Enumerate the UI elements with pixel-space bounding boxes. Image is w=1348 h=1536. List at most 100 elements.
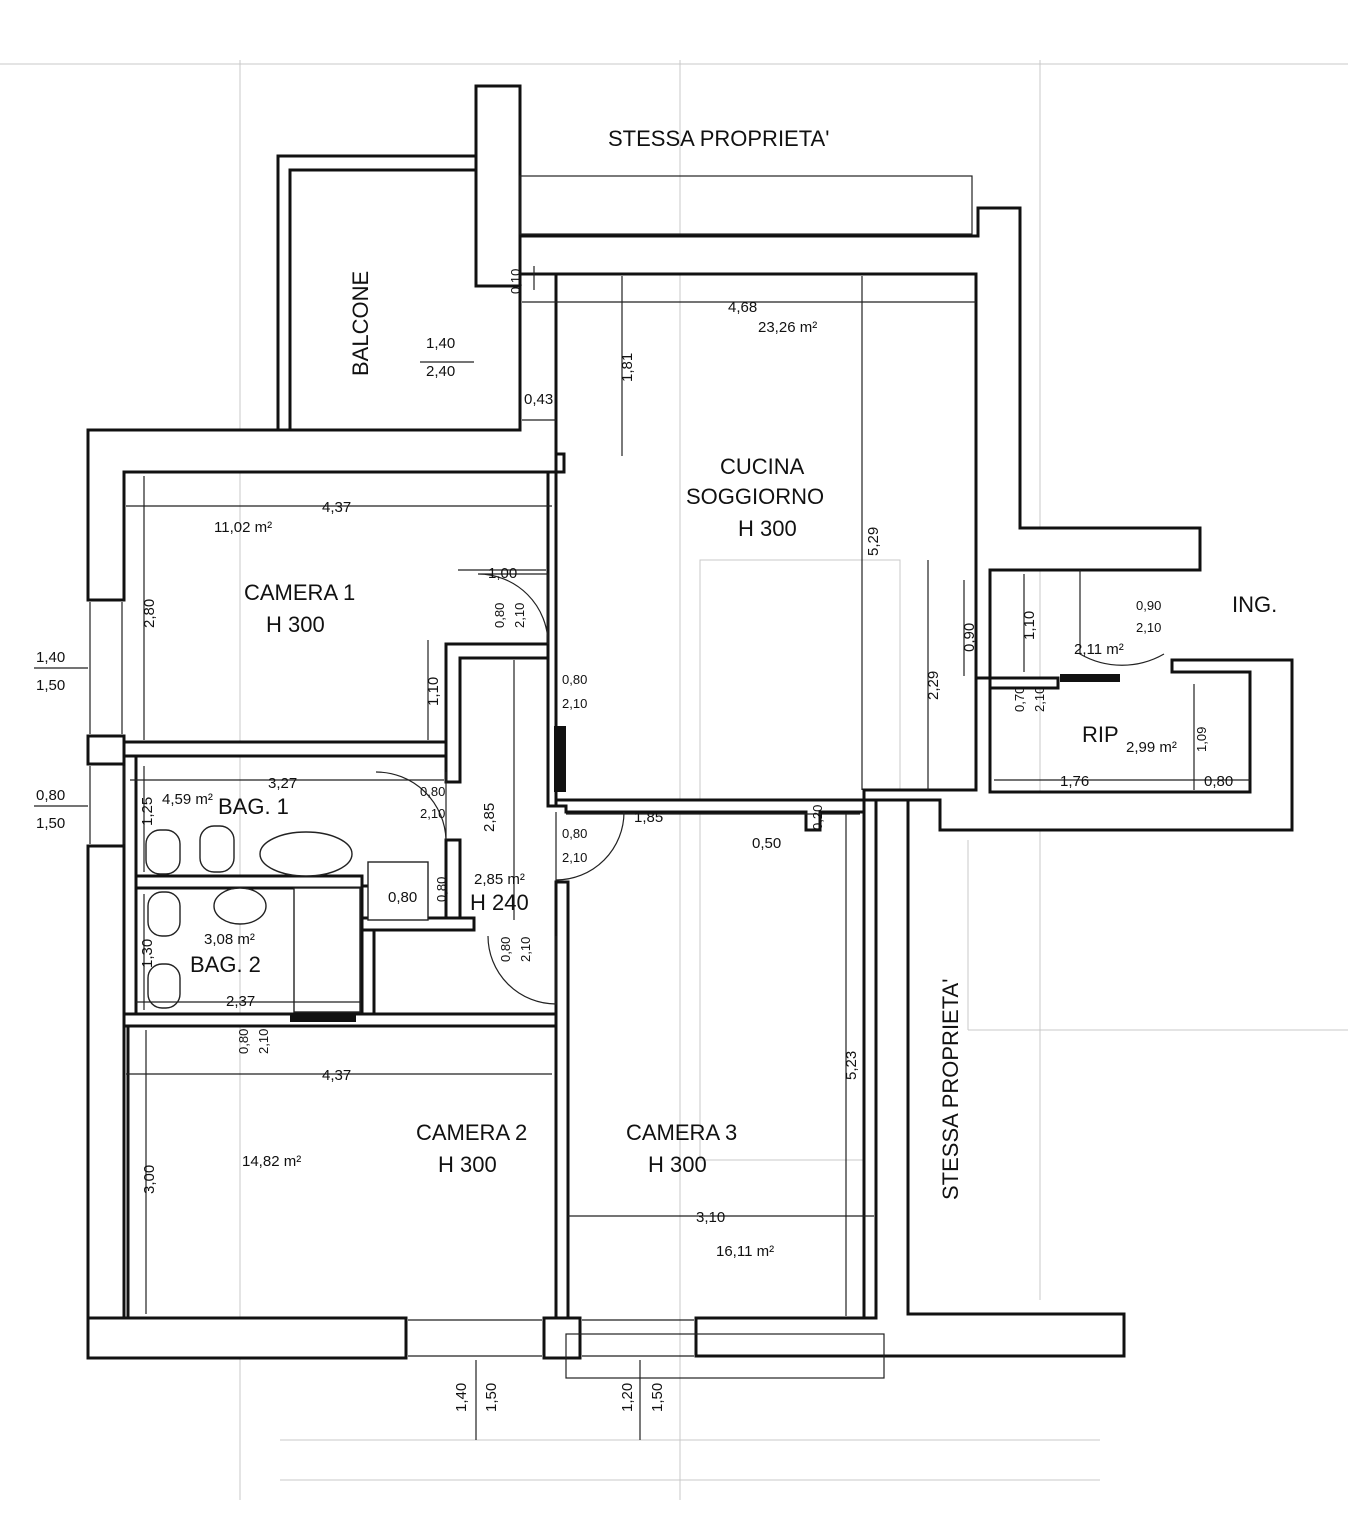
room-name-bag1: BAG. 1 [218,794,289,819]
wall-segment [542,1316,582,1360]
room-area-bag2: 3,08 m² [204,931,255,948]
room-height-camera2: H 300 [438,1152,497,1177]
shower-icon [367,861,429,921]
wall-segment [122,874,364,890]
dim-label: 0,90 [1136,598,1161,613]
wall-segment [86,272,566,602]
dim-label: 0,10 [508,269,523,294]
sink-icon [259,831,353,877]
dim-label: 0,80 [434,877,449,902]
dim-label: 0,90 [961,623,978,652]
toilet-icon [145,829,181,875]
dim-label: 1,81 [619,353,636,382]
dim-label: 1,40 [426,335,455,352]
room-area-camera3: 16,11 m² [716,1243,774,1260]
dim-label: 1,50 [483,1383,500,1412]
windows [89,175,973,1379]
door-entrance [1079,570,1165,666]
room-area-kitchen: 23,26 m² [758,319,817,336]
dim-label: 4,37 [322,499,351,516]
room-name-kitchen: CUCINA [720,454,805,479]
dim-label: 1,09 [1194,727,1209,752]
room-name-camera2: CAMERA 2 [416,1120,527,1145]
dim-label: 4,37 [322,1067,351,1084]
wall-segment [86,844,130,1360]
wall-segment [122,740,456,758]
dim-label: 2,10 [562,696,587,711]
dim-label: 0,80 [1204,773,1233,790]
dim-label: 0,80 [498,937,513,962]
wall-segment [694,798,1126,1358]
dim-label: 2,10 [518,937,533,962]
room-area-hall: 2,85 m² [474,871,525,888]
dim-label: 0,80 [492,603,507,628]
dim-label: 2,80 [141,599,158,628]
dim-label: 1,30 [139,939,156,968]
room-name-bag2: BAG. 2 [190,952,261,977]
sliding-door-bag2 [290,1014,356,1022]
wall-segment [862,658,1294,832]
wall-segment [988,676,1060,690]
room-height-camera1: H 300 [266,612,325,637]
room-area-camera1: 11,02 m² [214,519,272,536]
dim-label: 1,76 [1060,773,1089,790]
dim-label: 1,40 [36,649,65,666]
door-bag1 [375,771,447,841]
room-name-camera1: CAMERA 1 [244,580,355,605]
doors [290,570,1165,1022]
dimension-lines [34,266,1250,1440]
wall-segment [518,206,1202,680]
dim-label: 5,29 [865,527,882,556]
dim-label: 2,10 [1136,620,1161,635]
dim-label: 0,80 [562,826,587,841]
dim-label: 2,37 [226,993,255,1010]
wall-segment [474,84,522,288]
fixtures [145,825,429,1013]
dim-label: 0,50 [752,835,781,852]
wall-segment [276,154,478,432]
wall-segment [862,798,878,1320]
dim-label: 2,29 [925,671,942,700]
dim-label: 1,10 [1021,611,1038,640]
room-name-camera3: CAMERA 3 [626,1120,737,1145]
room-height-hall: H 240 [470,890,529,915]
dim-label: 1,50 [649,1383,666,1412]
dim-label: 2,85 [481,803,498,832]
room-height-kitchen: H 300 [738,516,797,541]
wall-segment [554,880,570,1356]
room-area-entry: 2,11 m² [1074,641,1124,658]
wall-segment [444,642,550,784]
dim-label: 1,20 [619,1383,636,1412]
background-ghost-lines [0,60,1348,1500]
room-area-bag1: 4,59 m² [162,791,213,808]
wall-segment [86,734,126,766]
neighbor-label-top: STESSA PROPRIETA' [608,126,829,151]
dim-label: 1,50 [36,677,65,694]
dim-label: 1,85 [634,809,663,826]
dim-label: 4,68 [728,299,757,316]
dim-label: 2,40 [426,363,455,380]
room-area-camera2: 14,82 m² [242,1153,301,1170]
door-camera1 [477,573,549,645]
dim-label: 0,80 [562,672,587,687]
dim-label: 2,10 [1032,687,1047,712]
dim-label: 1,00 [488,565,517,582]
dim-label: 0,80 [388,889,417,906]
dim-label: 0,80 [236,1029,251,1054]
dim-label: 0,70 [1012,687,1027,712]
bathtub-icon [293,887,361,1013]
entrance-label: ING. [1232,592,1277,617]
wall-segment [86,1316,408,1360]
dim-label: 0,80 [420,784,445,799]
dim-label: 2,10 [512,603,527,628]
sliding-door-kitchen [554,726,566,792]
dim-label: 3,27 [268,775,297,792]
door-camera3 [555,811,625,881]
dim-label: 2,10 [562,850,587,865]
neighbor-label-side: STESSA PROPRIETA' [938,979,963,1200]
dim-label: 2,10 [256,1029,271,1054]
sink-icon [213,887,267,925]
wall-segment [122,754,138,1018]
dim-label: 3,10 [696,1209,725,1226]
